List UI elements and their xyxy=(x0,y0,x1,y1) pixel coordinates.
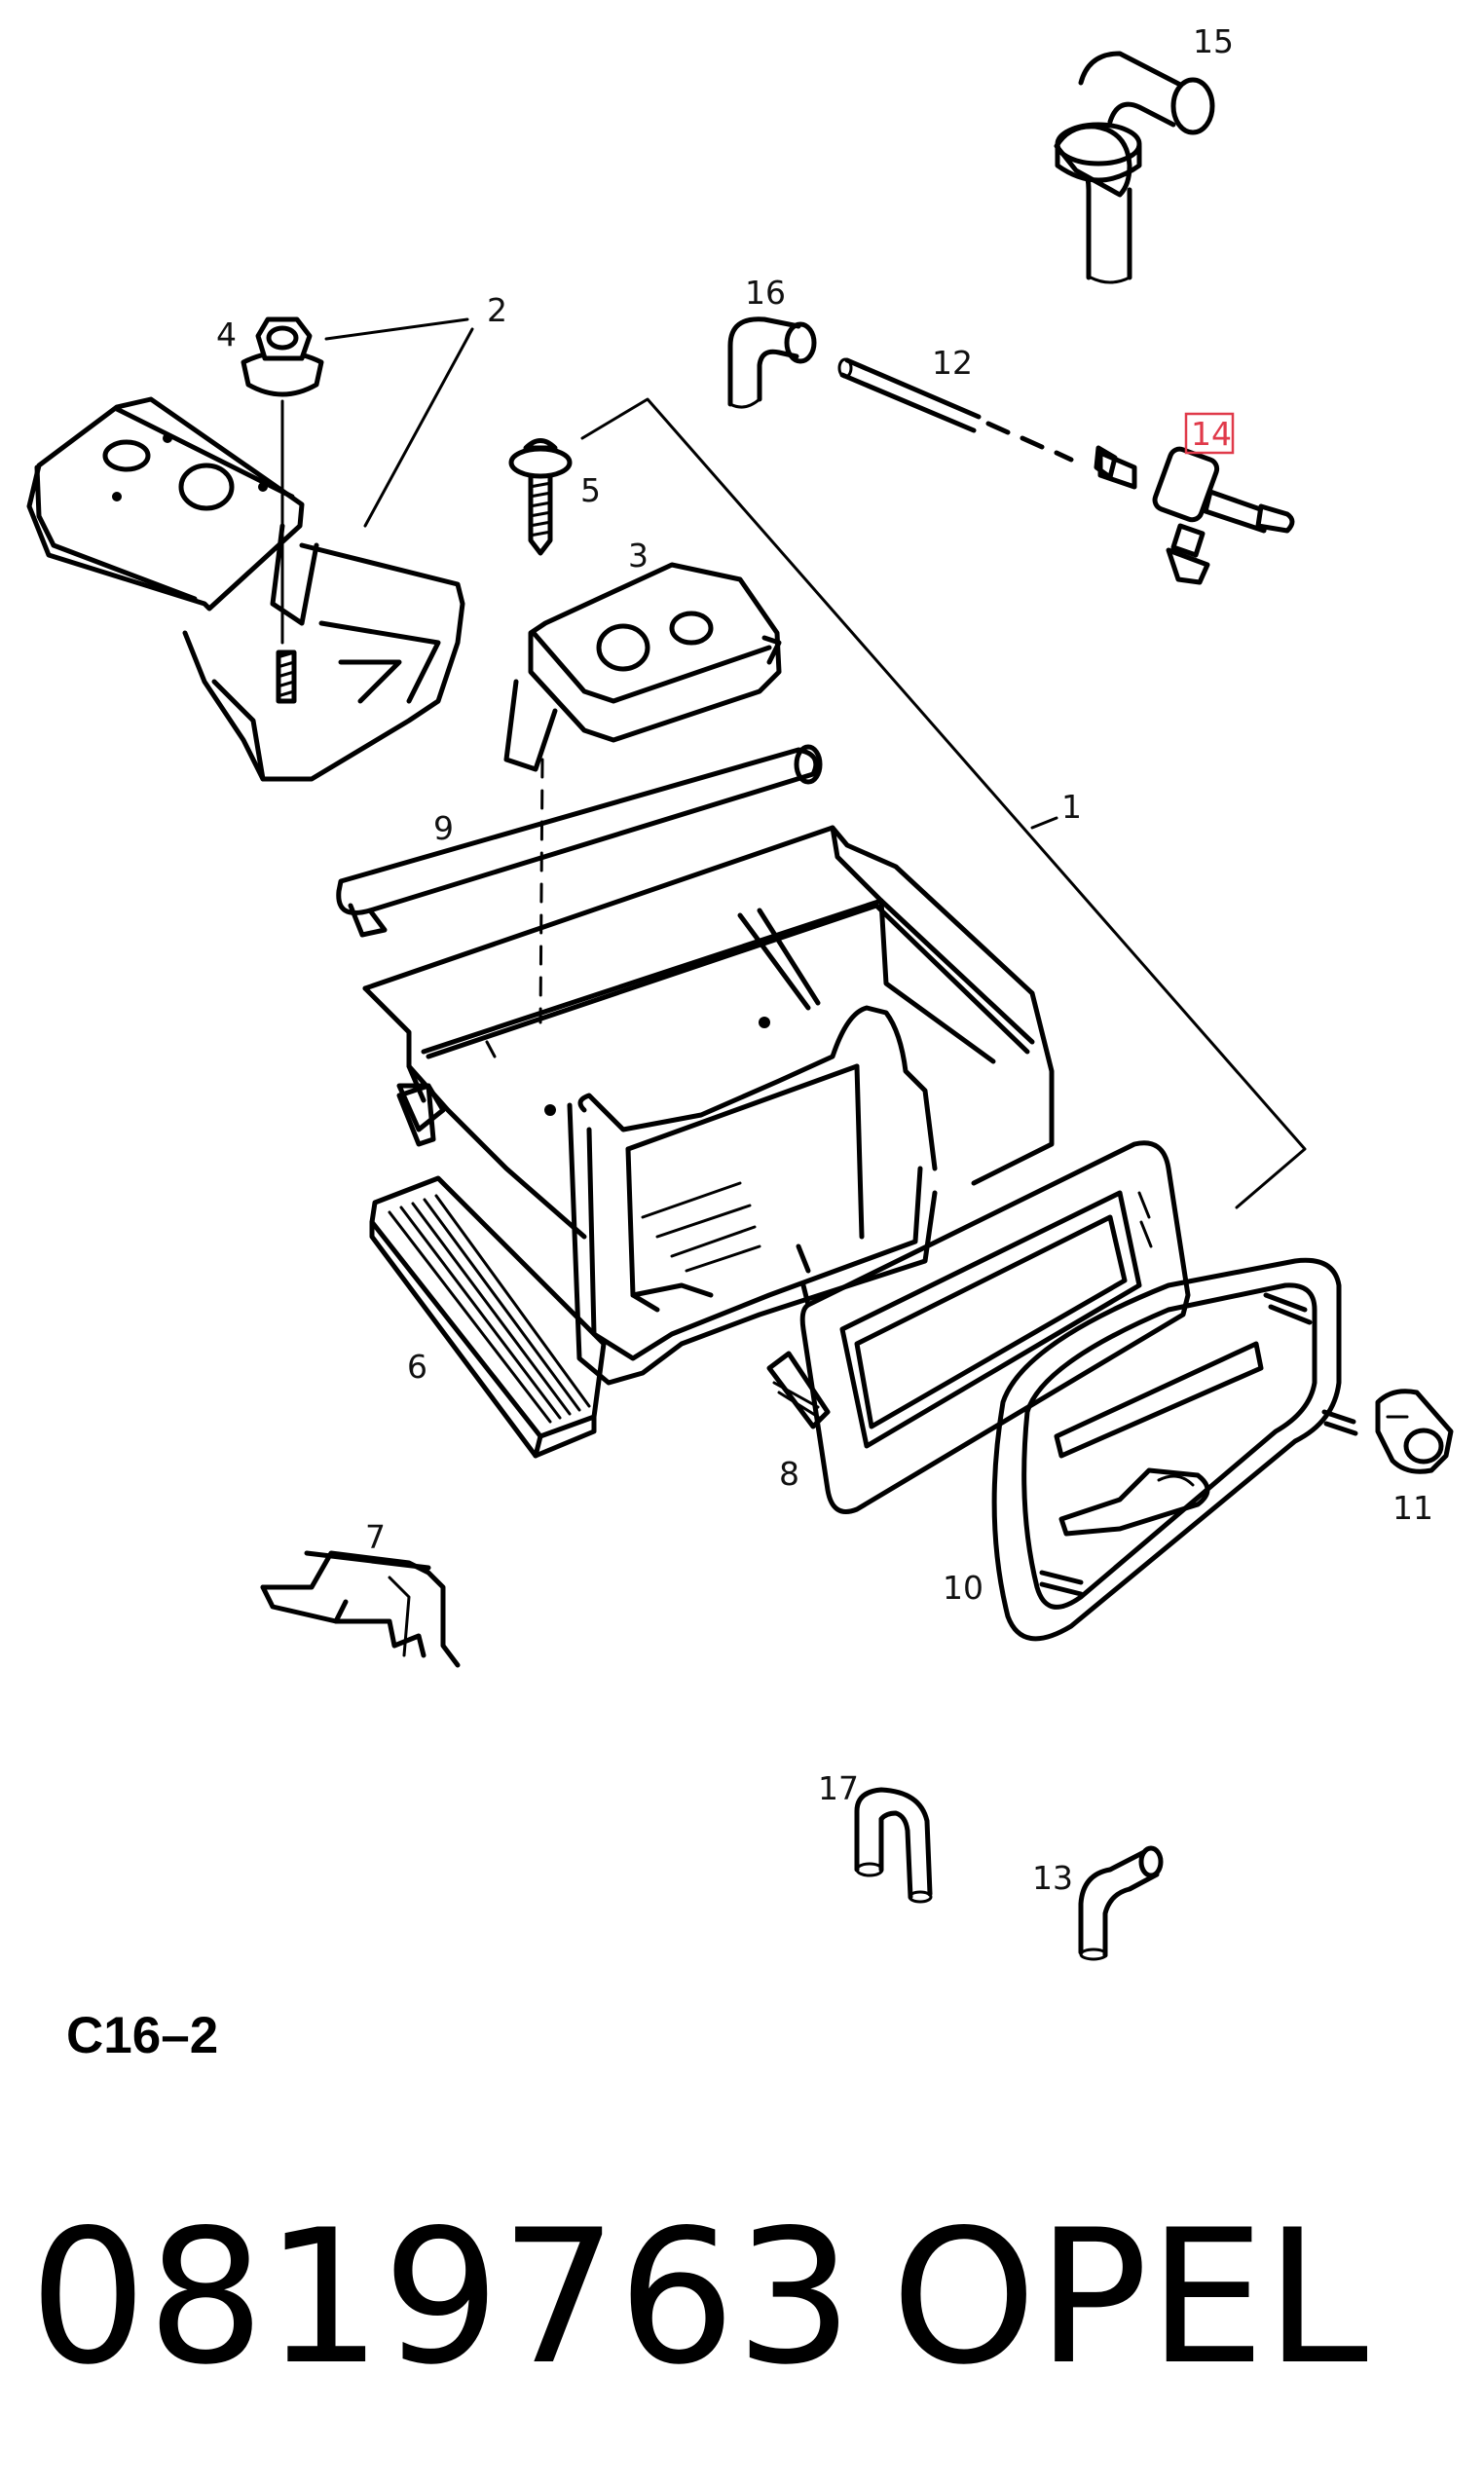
part-3-mount xyxy=(503,562,782,772)
callout-4: 4 xyxy=(216,315,237,353)
part-13-bent-hose xyxy=(1078,1845,1164,1961)
callout-8: 8 xyxy=(779,1455,799,1493)
part-16-elbow-hose xyxy=(727,316,817,409)
part-14-t-connector xyxy=(1094,445,1295,585)
callout-15: 15 xyxy=(1193,22,1234,60)
part-15-elbow-hose xyxy=(1054,51,1215,284)
part-12-hose xyxy=(837,357,1074,463)
callout-5: 5 xyxy=(580,471,601,509)
callout-7: 7 xyxy=(365,1518,386,1556)
part-number: 0819763 xyxy=(29,2190,853,2405)
callout-17: 17 xyxy=(818,1769,859,1807)
callout-9: 9 xyxy=(433,809,454,847)
part-10-seal-frame xyxy=(991,1257,1358,1642)
brand-name: OPEL xyxy=(891,2190,1368,2405)
callout-2: 2 xyxy=(487,291,507,329)
part-7-clip xyxy=(260,1550,461,1668)
part-6-filter xyxy=(369,1083,607,1459)
callout-14: 14 xyxy=(1191,415,1232,453)
part-1-housing xyxy=(362,825,1055,1386)
sheet-code: C16–2 xyxy=(66,2007,218,2064)
part-11-nut xyxy=(1375,1389,1454,1474)
part-2-bracket xyxy=(26,396,465,782)
callout-12: 12 xyxy=(932,344,973,382)
part-8-gasket-frame xyxy=(766,1140,1191,1514)
callout-13: 13 xyxy=(1032,1859,1073,1897)
callout-14-highlight xyxy=(1184,412,1235,455)
part-9-seal-strip xyxy=(336,744,823,938)
callout-16: 16 xyxy=(745,274,786,312)
callout-3: 3 xyxy=(628,537,649,575)
callout-labels: 15 16 12 14 2 4 5 3 1 9 6 8 11 10 7 17 1… xyxy=(216,22,1433,1897)
callout-11: 11 xyxy=(1392,1489,1433,1527)
callout-6: 6 xyxy=(407,1348,427,1386)
callout-1: 1 xyxy=(1061,788,1082,826)
part-4-nut xyxy=(241,316,324,397)
callout-10: 10 xyxy=(943,1569,983,1607)
leader-lines xyxy=(280,317,1307,1209)
part-5-screw xyxy=(508,438,573,556)
part-17-u-hose xyxy=(854,1787,933,1904)
